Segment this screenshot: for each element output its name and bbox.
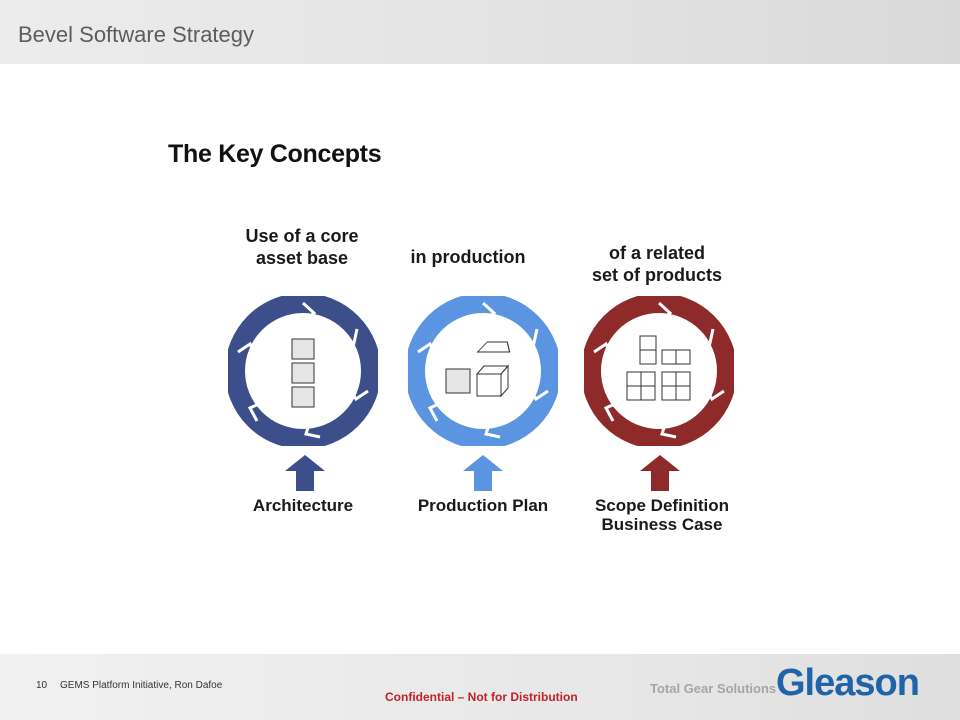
concept-1-cycle-diagram — [228, 296, 378, 446]
company-tagline: Total Gear Solutions — [650, 681, 777, 696]
concept-3-label-line2: Business Case — [601, 515, 723, 534]
concept-1-caption-line1: Use of a core — [245, 226, 359, 246]
concept-1-caption: Use of a core asset base — [202, 225, 402, 269]
confidential-notice: Confidential – Not for Distribution — [385, 690, 578, 704]
concept-1-caption-line2: asset base — [255, 248, 349, 268]
concept-3-cycle-diagram — [584, 296, 734, 446]
concept-2-up-arrow — [463, 455, 503, 491]
concept-3-up-arrow — [640, 455, 680, 491]
slide-title: Bevel Software Strategy — [18, 22, 255, 47]
concept-3-caption-line2: set of products — [591, 265, 722, 285]
concept-3-label-line1: Scope Definition — [594, 496, 730, 515]
concept-1-up-arrow — [285, 455, 325, 491]
section-title: The Key Concepts — [168, 140, 382, 168]
concept-2-label: Production Plan — [383, 496, 583, 515]
concept-3-caption-line1: of a related — [608, 243, 706, 263]
concept-2-cycle-diagram — [408, 296, 558, 446]
production-shapes — [445, 341, 511, 398]
presentation-info: GEMS Platform Initiative, Ron Dafoe — [60, 680, 223, 691]
gleason-logo: Gleason — [776, 662, 920, 704]
stacked-asset-boxes — [291, 338, 315, 408]
cycle-arrows — [408, 296, 558, 446]
cycle-arrows — [584, 296, 734, 446]
slide-header: Bevel Software Strategy — [0, 0, 960, 64]
cycle-arrows — [228, 296, 378, 446]
concept-1-label: Architecture — [203, 496, 403, 515]
slide-footer — [0, 654, 960, 720]
concept-2-caption-line1: in production — [410, 247, 526, 267]
concept-3-caption: of a related set of products — [557, 242, 757, 286]
concept-1-label-line1: Architecture — [252, 496, 354, 515]
product-grid-shapes — [626, 335, 691, 401]
concept-2-label-line1: Production Plan — [417, 496, 549, 515]
page-number: 10 — [36, 680, 48, 691]
concept-3-label: Scope Definition Business Case — [562, 496, 762, 534]
concept-2-caption: in production — [368, 246, 568, 268]
